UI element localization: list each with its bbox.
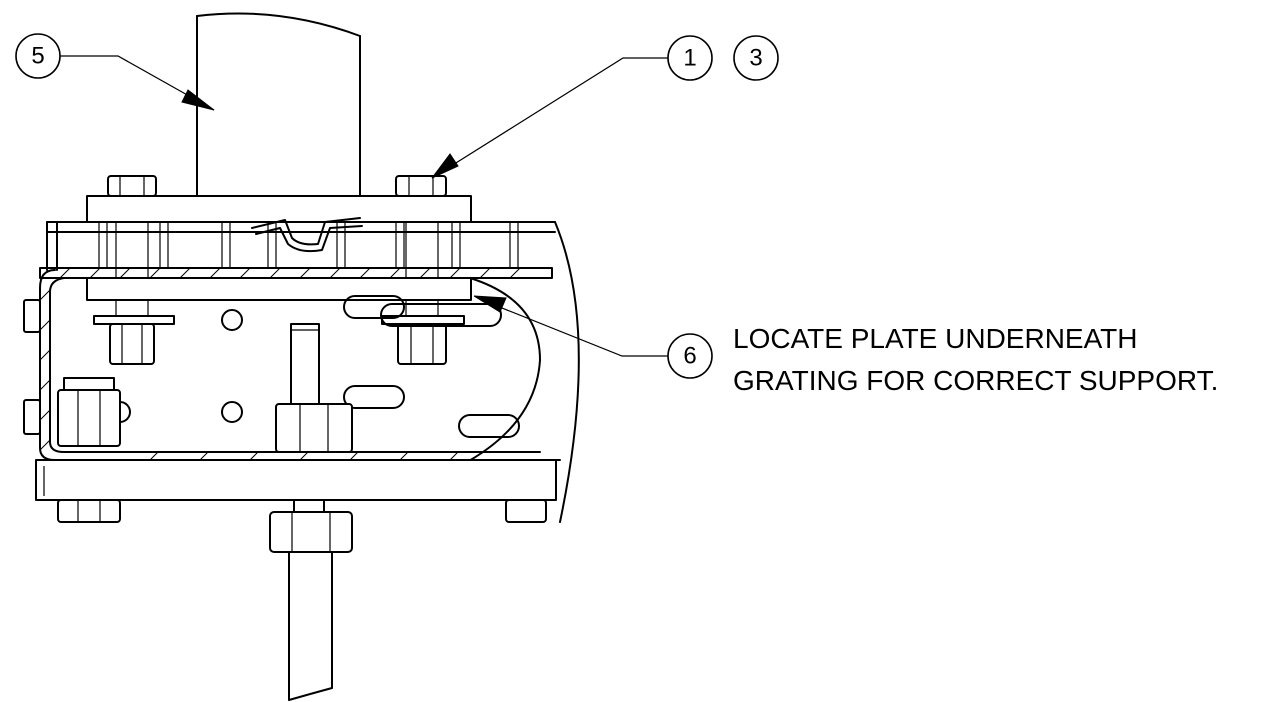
side-bolt-lower [23, 399, 41, 435]
bottom-nut [269, 499, 353, 553]
nut-left [93, 315, 175, 365]
note-line-1: LOCATE PLATE UNDERNEATH [733, 323, 1138, 354]
leader-1-3 [431, 57, 668, 179]
balloon-3: 3 [733, 35, 779, 81]
balloon-3-label: 3 [749, 45, 762, 72]
u-clip [251, 217, 363, 253]
base-plate [35, 459, 557, 501]
pipe-contour [423, 221, 580, 523]
lower-pipe [288, 551, 333, 701]
balloon-1: 1 [667, 35, 713, 81]
upright-pipe [196, 12, 361, 197]
balloon-5-label: 5 [31, 43, 44, 70]
grating [46, 221, 556, 318]
balloon-5: 5 [15, 33, 61, 79]
locate-plate [86, 277, 472, 301]
center-nut [275, 403, 353, 453]
lower-left-nut [57, 377, 121, 447]
top-clamp-plate [86, 195, 472, 223]
side-bolt-upper [23, 299, 41, 333]
top-bolt-left [107, 175, 157, 197]
base-bolt-right [505, 499, 547, 523]
note-line-2: GRATING FOR CORRECT SUPPORT. [733, 365, 1218, 396]
balloon-6-label: 6 [683, 343, 696, 370]
base-bolt-left [57, 499, 121, 523]
top-bolt-right [395, 175, 447, 197]
balloon-6: 6 [667, 333, 713, 379]
balloon-1-label: 1 [683, 45, 696, 72]
nut-right [381, 315, 465, 365]
leader-5 [60, 55, 215, 111]
flat-bar [39, 267, 553, 279]
leader-6 [473, 295, 668, 357]
